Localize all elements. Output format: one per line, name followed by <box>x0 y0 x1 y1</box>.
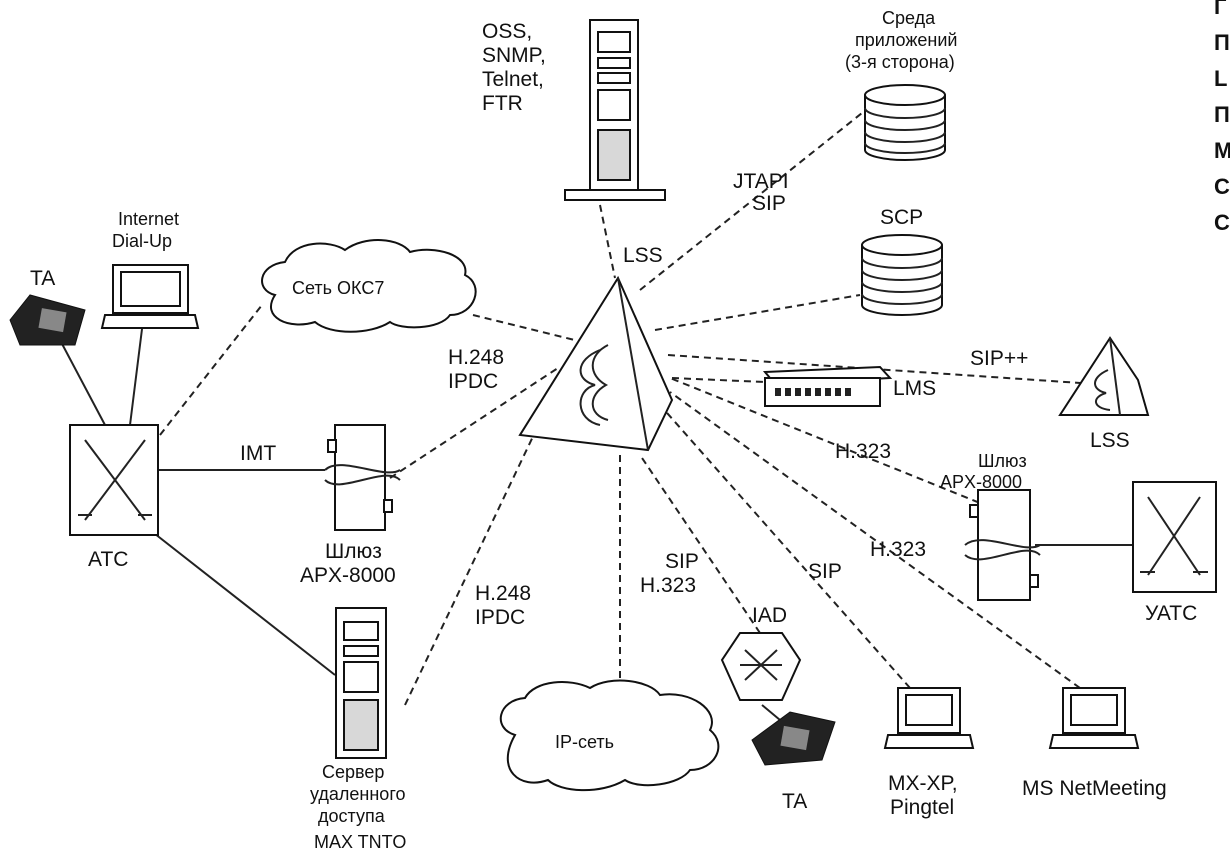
iad-device-icon <box>720 632 802 701</box>
app-env-label-1: Среда <box>882 8 936 28</box>
dialup-label-1: Internet <box>118 209 179 229</box>
lss-right-label: LSS <box>1090 429 1130 452</box>
uats-label: УАТС <box>1145 602 1197 625</box>
lss-top-label: LSS <box>623 244 663 267</box>
softswitch-pyramid-icon <box>518 275 674 452</box>
max-tnto-label: MAX TNTO <box>314 832 406 852</box>
link-gateway-left <box>389 367 559 479</box>
ss7-cloud-icon <box>261 239 477 333</box>
side-letters: Г П L П M С С <box>1214 0 1230 235</box>
ipdc-bottom-label: IPDC <box>475 606 525 629</box>
link-mxxp <box>659 404 911 689</box>
side-letter-6: С <box>1214 174 1230 199</box>
uats-switch-icon <box>1132 481 1217 593</box>
h248-top-label: H.248 <box>448 346 504 369</box>
ip-network-cloud-icon <box>499 679 720 792</box>
h323-a-label: H.323 <box>835 440 891 463</box>
side-letter-7: С <box>1214 210 1230 235</box>
telephone-left-icon <box>9 294 86 346</box>
mx-xp-label-2: Pingtel <box>890 796 954 819</box>
sip-h323-label-1: SIP <box>665 550 699 573</box>
link-gateway-right <box>669 377 991 508</box>
oss-label-3: Telnet, <box>482 68 544 91</box>
link-ss7 <box>472 314 596 346</box>
server-label-1: Сервер <box>322 762 384 782</box>
jtapi-label: JTAPI <box>733 170 789 193</box>
ipdc-top-label: IPDC <box>448 370 498 393</box>
gateway-left-label-1: Шлюз <box>325 540 382 563</box>
oss-server-icon <box>564 19 666 201</box>
gateway-right-label-2: APX-8000 <box>940 472 1022 492</box>
lss-right-pyramid-icon <box>1058 336 1150 416</box>
sip-right-label: SIP <box>808 560 842 583</box>
dialup-label-2: Dial-Up <box>112 231 172 251</box>
gateway-left-label-2: APX-8000 <box>300 564 396 587</box>
jtapi-sip-label: SIP <box>752 192 786 215</box>
dialup-computer-icon <box>100 264 200 329</box>
link-oss <box>599 204 616 279</box>
ta-bottom-label: TA <box>782 790 807 813</box>
side-letter-3: L <box>1214 66 1227 91</box>
link-netmeeting <box>669 391 1081 689</box>
link-scp <box>654 294 861 331</box>
sip-pp-label: SIP++ <box>970 347 1028 370</box>
mx-xp-computer-icon <box>883 687 975 749</box>
h323-b-label: H.323 <box>870 538 926 561</box>
telephone-bottom-icon <box>751 711 836 766</box>
link-iad <box>639 454 761 634</box>
side-letter-5: M <box>1214 138 1230 163</box>
link-server <box>404 404 549 706</box>
link-ta-left-ats <box>59 339 106 426</box>
remote-server-icon <box>335 607 387 759</box>
ats-label: ATC <box>88 548 128 571</box>
ta-left-label: TA <box>30 267 55 290</box>
netmeeting-computer-icon <box>1048 687 1140 749</box>
app-env-database-icon <box>864 84 946 161</box>
oss-label-4: FTR <box>482 92 523 115</box>
link-lss-right <box>667 354 1111 386</box>
h248-bottom-label: H.248 <box>475 582 531 605</box>
scp-label: SCP <box>880 206 923 229</box>
oss-label-2: SNMP, <box>482 44 546 67</box>
ss7-label: Сеть ОКС7 <box>292 278 384 298</box>
iad-label: IAD <box>752 604 787 627</box>
netmeeting-label: MS NetMeeting <box>1022 777 1167 800</box>
mx-xp-label-1: MX-XP, <box>888 772 958 795</box>
link-ats-server <box>149 529 336 676</box>
lms-label: LMS <box>893 377 936 400</box>
link-iad-ta <box>761 704 781 721</box>
link-lms <box>671 377 766 383</box>
link-app-env <box>639 112 863 291</box>
ip-network-label: IP-сеть <box>555 732 614 752</box>
lms-device-icon <box>762 365 893 407</box>
side-letter-2: П <box>1214 30 1230 55</box>
scp-database-icon <box>861 234 943 316</box>
gateway-right-icon <box>964 489 1041 601</box>
app-env-label-3: (3-я сторона) <box>845 52 955 72</box>
side-letter-1: Г <box>1214 0 1227 19</box>
imt-label: IMT <box>240 442 276 465</box>
ats-switch-icon <box>69 424 159 536</box>
app-env-label-2: приложений <box>855 30 957 50</box>
oss-label-1: OSS, <box>482 20 532 43</box>
gateway-left-icon <box>324 424 401 531</box>
server-label-3: доступа <box>318 806 386 826</box>
connections <box>59 112 1132 721</box>
gateway-right-label-1: Шлюз <box>978 451 1027 471</box>
server-label-2: удаленного <box>310 784 406 804</box>
sip-h323-label-2: H.323 <box>640 574 696 597</box>
link-ats-ss7 <box>159 304 263 436</box>
side-letter-4: П <box>1214 102 1230 127</box>
